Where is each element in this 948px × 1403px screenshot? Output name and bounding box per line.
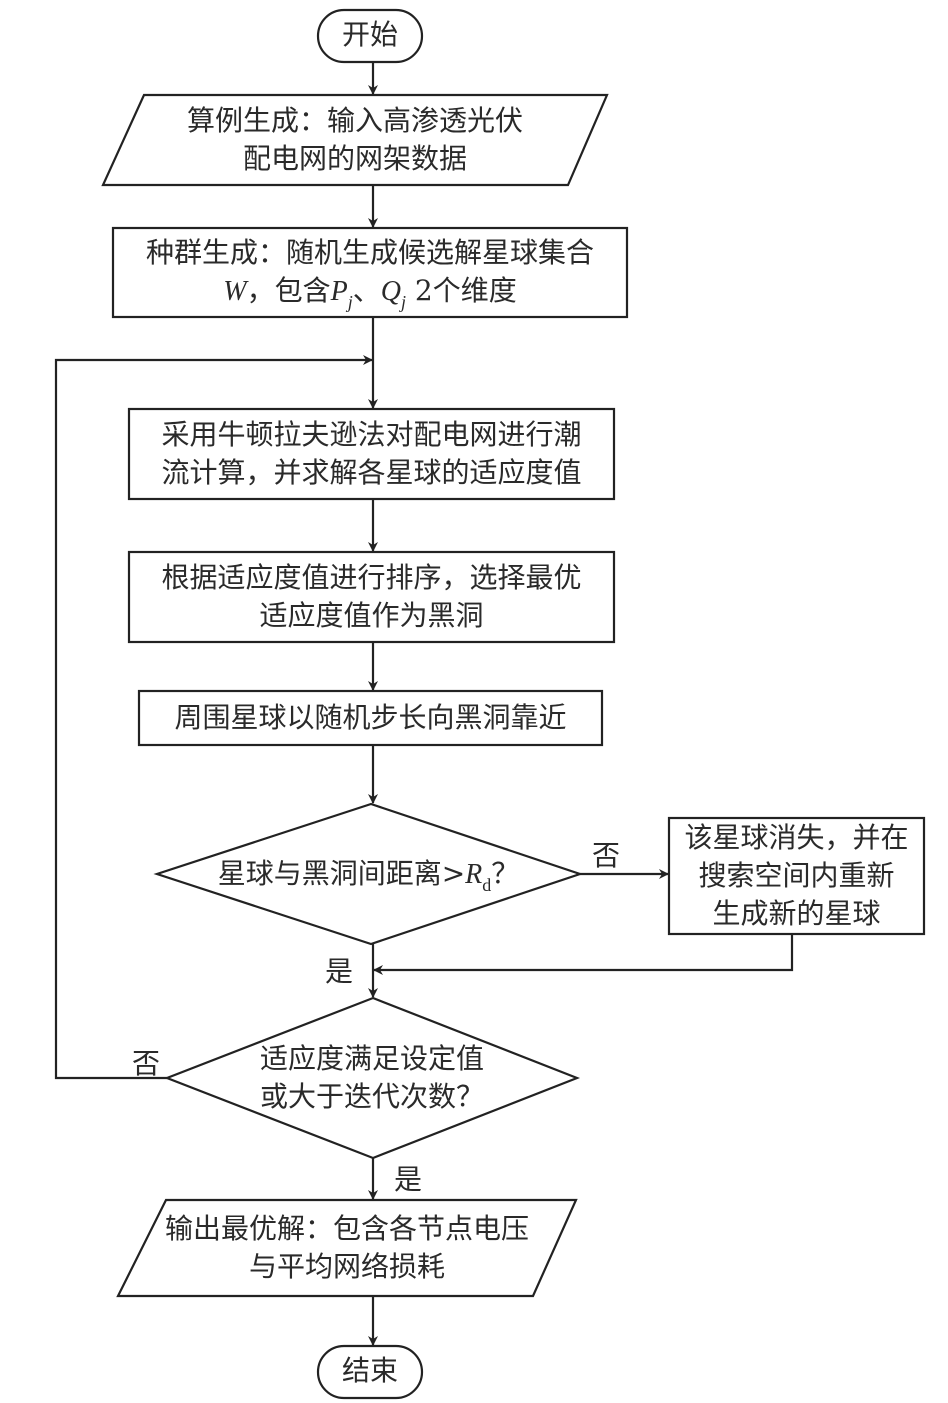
decision1-no-label: 否 xyxy=(592,839,621,872)
decision1-main: 星球与黑洞间距离> xyxy=(217,857,466,890)
sep: 、 xyxy=(352,274,381,307)
power-flow-box xyxy=(127,407,616,501)
output-parallelogram xyxy=(116,1198,578,1298)
output-line1: 输出最优解：包含各节点电压 xyxy=(164,1212,529,1245)
end-label: 结束 xyxy=(341,1354,398,1387)
output-text: 输出最优解：包含各节点电压 与平均网络损耗 xyxy=(118,1210,576,1286)
sorting-line1: 根据适应度值进行排序，选择最优 xyxy=(161,561,582,594)
sorting-box xyxy=(127,550,616,644)
start-terminator xyxy=(316,8,424,64)
input-line2: 配电网的网架数据 xyxy=(242,142,467,175)
population-text-a: ，包含 xyxy=(246,274,331,307)
var-w: W xyxy=(223,276,247,307)
powerflow-line1: 采用牛顿拉夫逊法对配电网进行潮 xyxy=(161,418,582,451)
sorting-line2: 适应度值作为黑洞 xyxy=(259,599,484,632)
var-q: Q xyxy=(380,276,401,307)
population-line1: 种群生成：随机生成候选解星球集合 xyxy=(145,236,594,269)
regenerate-text: 该星球消失，并在 搜索空间内重新 生成新的星球 xyxy=(669,819,924,933)
arrow-regenerate-return xyxy=(373,934,794,975)
output-line2: 与平均网络损耗 xyxy=(248,1250,445,1283)
var-r-sub: d xyxy=(482,875,492,895)
decision1-text: 星球与黑洞间距离>Rd？ xyxy=(157,855,580,904)
regenerate-line2: 搜索空间内重新 xyxy=(698,859,895,892)
input-parallelogram xyxy=(101,93,609,187)
decision1-yes-label: 是 xyxy=(325,955,354,988)
approach-text: 周围星球以随机步长向黑洞靠近 xyxy=(174,701,567,734)
decision2-yes-label: 是 xyxy=(394,1163,423,1196)
arrow-decision2-no-loop xyxy=(54,355,373,1080)
decision2-no-label: 否 xyxy=(132,1047,161,1080)
sorting-text: 根据适应度值进行排序，选择最优 适应度值作为黑洞 xyxy=(129,559,614,635)
input-text: 算例生成：输入高渗透光伏 配电网的网架数据 xyxy=(103,102,607,178)
end-terminator xyxy=(316,1344,424,1400)
var-q-sub: j xyxy=(400,292,406,312)
decision2-line1: 适应度满足设定值 xyxy=(259,1042,484,1075)
start-label: 开始 xyxy=(341,18,398,51)
powerflow-line2: 流计算，并求解各星球的适应度值 xyxy=(161,456,582,489)
distance-decision xyxy=(153,802,584,946)
var-r: R xyxy=(465,859,483,890)
input-line1: 算例生成：输入高渗透光伏 xyxy=(186,104,523,137)
decision2-line2: 或大于迭代次数？ xyxy=(259,1080,484,1113)
approach-box xyxy=(137,689,604,747)
var-p-sub: j xyxy=(347,292,353,312)
population-box xyxy=(111,226,629,319)
var-p: P xyxy=(330,276,348,307)
population-line2: W，包含Pj、Qj 2个维度 xyxy=(113,272,627,321)
decision1-q: ？ xyxy=(491,857,520,890)
regenerate-box xyxy=(667,816,926,936)
population-text: 种群生成：随机生成候选解星球集合 W，包含Pj、Qj 2个维度 xyxy=(113,234,627,321)
regenerate-line1: 该星球消失，并在 xyxy=(684,821,909,854)
regenerate-line3: 生成新的星球 xyxy=(712,897,881,930)
population-text-b: 2个维度 xyxy=(406,274,517,307)
decision2-text: 适应度满足设定值 或大于迭代次数？ xyxy=(167,1040,577,1116)
powerflow-text: 采用牛顿拉夫逊法对配电网进行潮 流计算，并求解各星球的适应度值 xyxy=(129,416,614,492)
